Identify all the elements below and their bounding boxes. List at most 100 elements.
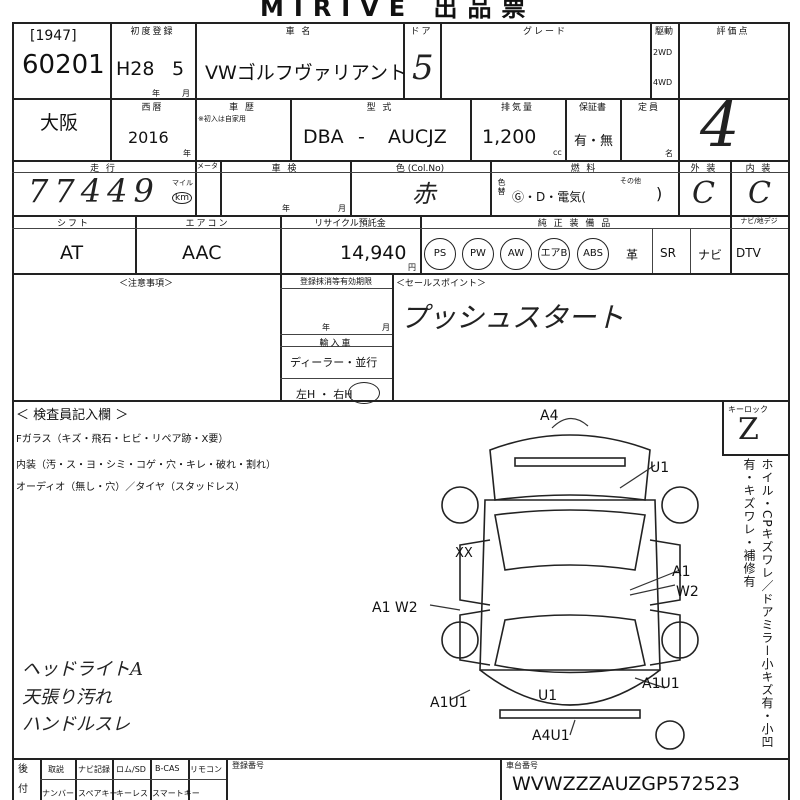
equip-pw: PW xyxy=(462,238,494,270)
model-dash: - xyxy=(358,126,365,148)
reg-history-header: 登録抹消等有効期限 xyxy=(300,277,372,286)
equip-navi: ナビ xyxy=(698,248,723,262)
damage-code-right-quarter: A1U1 xyxy=(642,676,680,692)
import-dealer: ディーラー・並行 xyxy=(290,356,378,369)
color-value: 赤 xyxy=(412,180,436,208)
bottom-label-navi: ナビ記録 xyxy=(78,765,110,774)
inspector-line-glass: Fガラス（キズ・飛石・ヒビ・リペア跡・X要） xyxy=(16,434,229,445)
bottom-label-smart-key: スマートキー xyxy=(152,789,200,798)
history-subheader: ※初入は自家用 xyxy=(198,115,246,123)
frame-number: WVWZZZAUZGP572523 xyxy=(512,773,740,795)
model-header: 型 式 xyxy=(366,103,394,113)
fuel-header: 燃 料 xyxy=(570,164,598,174)
displacement-header: 排気量 xyxy=(500,103,534,113)
sales-point-header: ＜セールスポイント＞ xyxy=(396,279,487,289)
steering-circle xyxy=(348,382,380,404)
equip-leather: 革 xyxy=(626,248,639,262)
bottom-label-number: ナンバー xyxy=(42,789,74,798)
bottom-label-manual: 取説 xyxy=(48,765,64,774)
western-header: 西暦 xyxy=(141,103,164,113)
grade-header: グレード xyxy=(522,27,567,37)
damage-code-front: A4 xyxy=(540,408,559,424)
interior-header: 内 装 xyxy=(745,164,773,174)
mileage-unit-miles: マイル xyxy=(172,179,193,187)
damage-code-left-door: XX xyxy=(455,546,473,561)
month-unit: 月 xyxy=(182,89,190,98)
meter-header: メータ xyxy=(197,162,218,170)
rating-header: 評価点 xyxy=(716,27,750,37)
inspection-month: 月 xyxy=(338,204,346,213)
bottom-label-remote: リモコン xyxy=(190,765,222,774)
reg-month-unit: 月 xyxy=(382,323,390,332)
entry-no-prefix: [1947] xyxy=(30,28,77,44)
color-header: 色 (Col.No) xyxy=(395,164,445,174)
vertical-remarks: ホイル・CPキズワレ／ドアミラー小キズ有・小凹有・キズワレ・補修有 xyxy=(742,458,774,749)
recycle-fee: 14,940 xyxy=(340,242,407,264)
door-count: 5 xyxy=(412,48,434,88)
warranty-value: 有・無 xyxy=(574,134,614,149)
frame-no-header: 車台番号 xyxy=(506,761,538,770)
bottom-label-spare-key: スペアキー xyxy=(78,789,118,798)
door-header: ドア xyxy=(410,27,433,37)
inspector-line-audio: オーディオ（無し・穴）／タイヤ（スタッドレス） xyxy=(16,482,245,493)
damage-code-front-right: U1 xyxy=(650,460,670,476)
equip-aw: AW xyxy=(500,238,532,270)
car-name-header: 車 名 xyxy=(285,27,313,37)
equip-sunroof: SR xyxy=(660,246,676,260)
vehicle-diagram xyxy=(429,417,699,750)
inspector-line-interior: 内装（汚・ス・ヨ・シミ・コゲ・穴・キレ・破れ・割れ） xyxy=(16,460,276,471)
handwritten-note-1: ヘッドライトA xyxy=(22,659,143,680)
exterior-header: 外 装 xyxy=(690,164,718,174)
first-reg-header: 初度登録 xyxy=(130,27,175,37)
inspection-year: 年 xyxy=(282,204,290,213)
bottom-label-bcas: B-CAS xyxy=(155,764,180,773)
equip-airbag: エアB xyxy=(538,238,570,270)
fuel-options: Ⓖ・D・電気( xyxy=(512,190,586,204)
displacement-unit: cc xyxy=(553,148,562,157)
damage-code-rear: U1 xyxy=(538,688,558,704)
shift-header: シフト xyxy=(56,219,90,229)
damage-code-left-quarter: A1U1 xyxy=(430,695,468,711)
key-lock-value: Z xyxy=(738,412,759,447)
inspector-header: ＜ 検査員記入欄 ＞ xyxy=(16,408,129,423)
model-prefix: DBA xyxy=(303,126,344,148)
history-header: 車 歴 xyxy=(229,103,256,113)
bottom-label-attach: 付 xyxy=(18,784,28,795)
sales-point-text: プッシュスタート xyxy=(400,301,625,334)
bottom-label-rom: ロム/SD xyxy=(116,765,146,774)
import-header: 輸入車 xyxy=(319,339,353,349)
drive-2wd: 2WD xyxy=(653,48,673,57)
western-year: 2016 xyxy=(128,128,169,147)
fuel-close: ) xyxy=(656,184,663,203)
equip-dtv: DTV xyxy=(736,246,761,260)
era-year: H28 xyxy=(116,58,155,80)
fuel-other: その他 xyxy=(620,177,641,185)
handwritten-note-3: ハンドルスレ xyxy=(22,714,130,735)
key-lock-box xyxy=(722,402,790,456)
displacement: 1,200 xyxy=(482,126,537,148)
model-code: AUCJZ xyxy=(388,126,447,148)
equip-ps: PS xyxy=(424,238,456,270)
exterior-grade: C xyxy=(692,176,715,211)
drive-header: 駆動 xyxy=(654,27,673,37)
inspection-header: 車 検 xyxy=(271,164,299,174)
region: 大阪 xyxy=(40,112,79,134)
reg-no-header: 登録番号 xyxy=(232,761,264,770)
shift-value: AT xyxy=(60,242,84,264)
color-change: 色替 xyxy=(497,178,506,196)
entry-number: 60201 xyxy=(22,50,105,80)
year-unit: 年 xyxy=(152,89,160,98)
car-name: VWゴルフヴァリアント xyxy=(205,62,408,84)
interior-grade: C xyxy=(748,176,771,211)
bottom-label-rear: 後 xyxy=(18,764,28,775)
bottom-label-keyless: キーレス xyxy=(116,789,148,798)
notes-header: ＜注意事項＞ xyxy=(118,279,173,289)
damage-code-right-door-w: W2 xyxy=(676,584,699,600)
reg-month: 5 xyxy=(172,58,185,80)
aircon-value: AAC xyxy=(182,242,222,264)
nav-tv-header: ナビ/地デジ xyxy=(740,217,778,225)
reg-year-unit: 年 xyxy=(322,323,330,332)
warranty-header: 保証書 xyxy=(578,103,606,113)
drive-4wd: 4WD xyxy=(653,78,673,87)
